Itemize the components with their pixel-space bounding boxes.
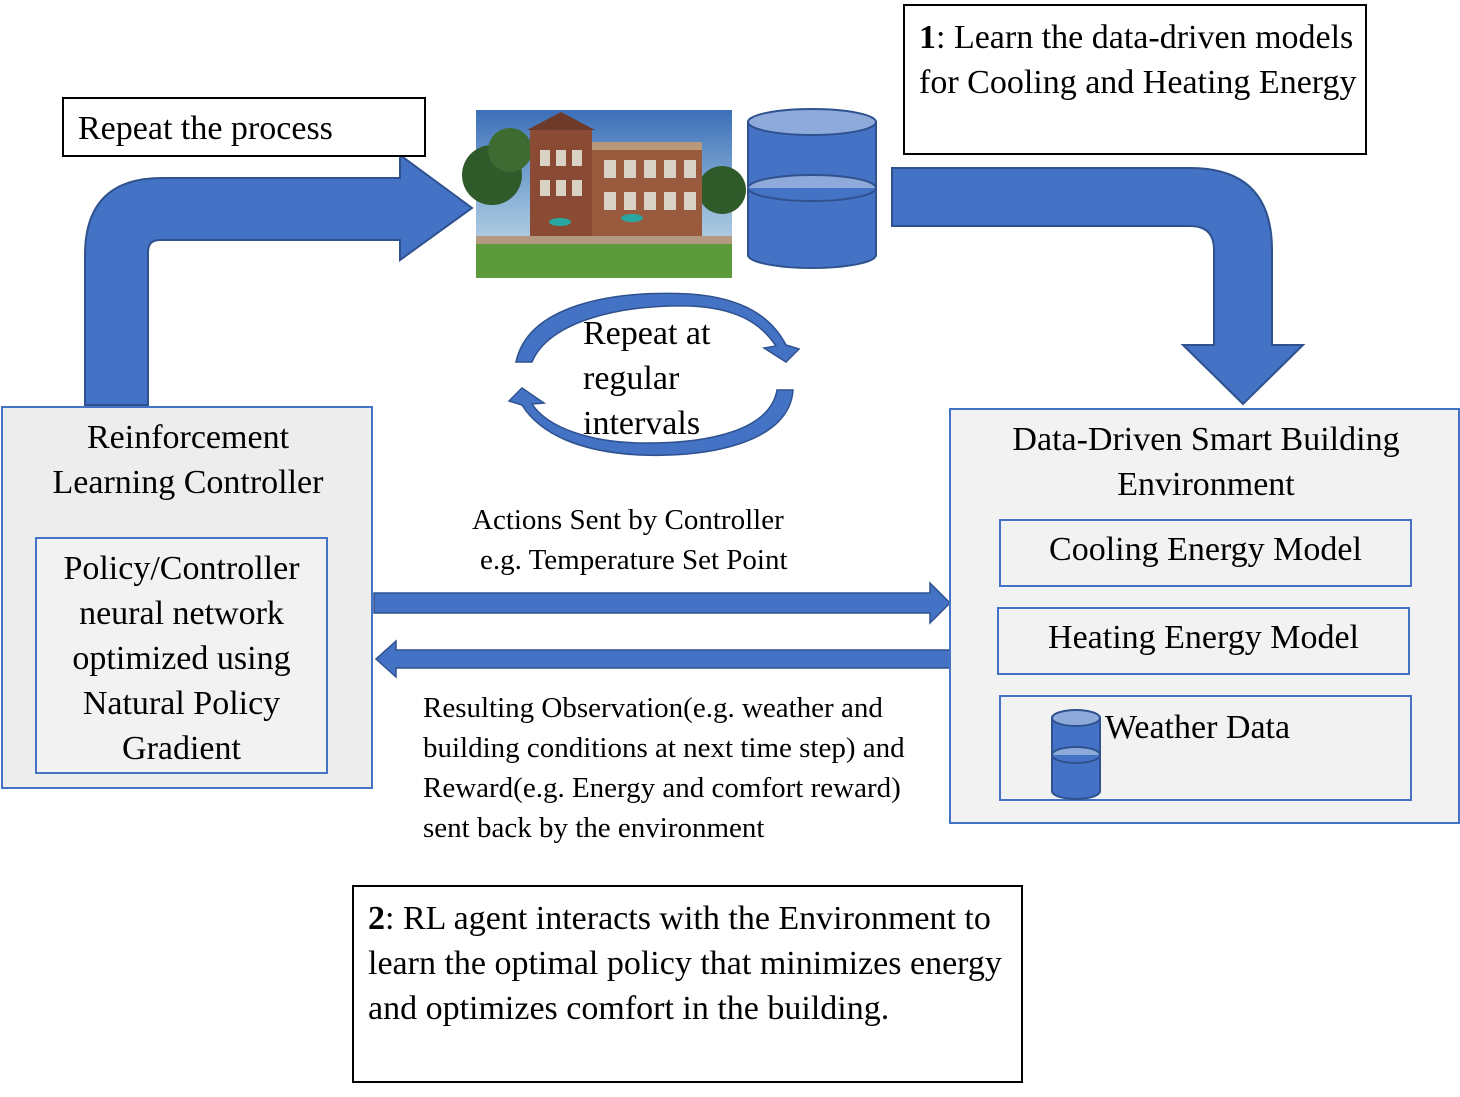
step2-number: 2 [368,900,385,937]
environment-panel: Data-Driven Smart Building Environment C… [949,408,1460,824]
policy-network-box: Policy/Controller neural network optimiz… [35,537,328,774]
cooling-model-label: Cooling Energy Model [1049,531,1362,568]
cycle-label: Repeat at regular intervals [583,315,711,442]
observation-arrow [374,639,951,679]
heating-model-box: Heating Energy Model [997,607,1410,675]
step2-text: : RL agent interacts with the Environmen… [368,900,1002,1027]
policy-network-text: Policy/Controller neural network optimiz… [63,550,300,767]
cycle-arrow-top [515,292,801,363]
step1-text: : Learn the data-driven models for Cooli… [919,19,1357,101]
heating-model-label: Heating Energy Model [1048,619,1359,656]
weather-data-box: Weather Data [999,695,1412,801]
step1-number: 1 [919,19,936,56]
step2-box: 2: RL agent interacts with the Environme… [352,885,1023,1083]
train-models-arrow [891,167,1306,406]
building-photo [462,110,746,278]
actions-label: Actions Sent by Controller e.g. Temperat… [472,500,892,580]
rl-controller-title: Reinforcement Learning Controller [52,419,324,501]
rl-controller-panel: Reinforcement Learning Controller Policy… [1,406,373,789]
environment-title: Data-Driven Smart Building Environment [1012,421,1400,503]
weather-database-icon [1051,709,1101,800]
repeat-process-box: Repeat the process [62,97,426,157]
repeat-process-label: Repeat the process [78,110,333,147]
repeat-process-arrow [84,153,474,406]
actions-label-line1: Actions Sent by Controller [472,504,784,536]
weather-data-label: Weather Data [1105,709,1291,746]
actions-label-line2: e.g. Temperature Set Point [480,544,788,577]
actions-arrow [373,581,952,625]
observation-label: Resulting Observation(e.g. weather and b… [423,692,905,845]
cycle-arrow-bottom [507,387,794,457]
step1-box: 1: Learn the data-driven models for Cool… [903,4,1367,155]
database-cylinder-icon [747,108,877,269]
cooling-model-box: Cooling Energy Model [999,519,1412,587]
